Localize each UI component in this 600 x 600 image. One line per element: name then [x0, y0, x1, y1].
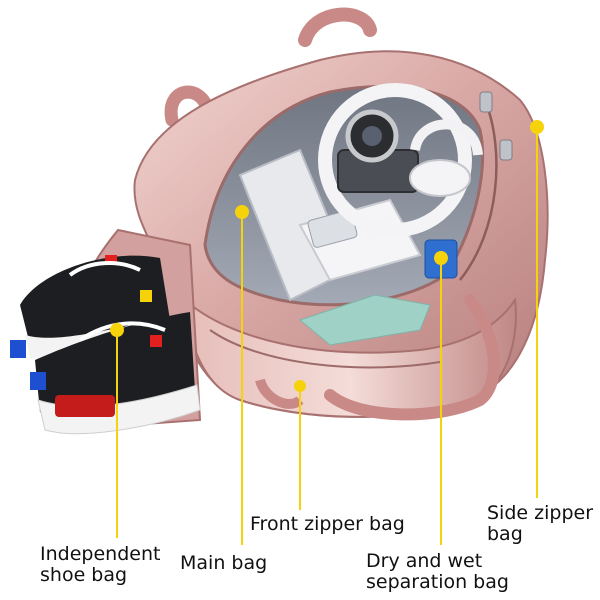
headphones-cup	[409, 159, 471, 197]
callout-side-zipper-bag: Side zipper bag	[487, 502, 594, 545]
callout-front-zipper-bag: Front zipper bag	[250, 513, 405, 535]
callout-markers	[110, 120, 544, 545]
side-zipper-pull	[479, 91, 493, 113]
headphones-icon	[410, 119, 483, 156]
callout-main-bag: Main bag	[180, 552, 268, 574]
ring-light	[318, 83, 472, 237]
bottom-strap	[255, 378, 304, 409]
left-handle	[164, 85, 215, 127]
side-zipper-pull	[499, 139, 513, 161]
callout-dot-front	[294, 380, 306, 392]
callout-dry-wet-separation-bag: Dry and wet separation bag	[366, 550, 509, 593]
camera-lens-glass	[362, 126, 382, 146]
callout-dot-main	[235, 205, 249, 219]
shoulder-strap	[324, 294, 500, 421]
front-zipper-line	[209, 329, 441, 369]
towel	[298, 294, 431, 346]
callout-dot-dry	[434, 251, 448, 265]
callout-dot-shoe	[110, 323, 124, 337]
top-handle	[298, 7, 377, 47]
side-zipper-line	[459, 99, 498, 281]
callout-dot-side	[530, 120, 544, 134]
callout-independent-shoe-bag: Independent shoe bag	[40, 543, 161, 586]
sneakers	[10, 255, 201, 435]
